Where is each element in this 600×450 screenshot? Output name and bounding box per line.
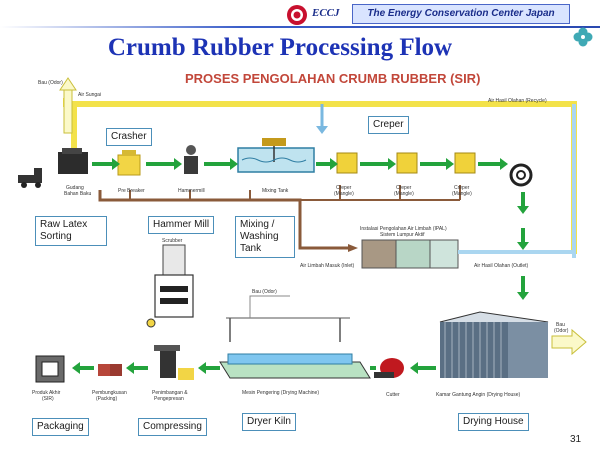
rubber-coil xyxy=(509,163,533,187)
odor-arrow-right xyxy=(551,328,587,356)
caption-produk-akhir: Produk Akhir xyxy=(32,390,61,396)
pre-breaker-machine xyxy=(117,150,141,176)
caption-gudang: Gudang xyxy=(66,185,84,191)
caption-cutter: Cutter xyxy=(386,392,400,398)
creper-1 xyxy=(336,152,358,174)
top-flow-arrows xyxy=(92,158,529,300)
recycle-pipe xyxy=(316,104,576,258)
eccj-logo-icon xyxy=(287,5,307,25)
raw-rubber-stack xyxy=(58,148,88,174)
caption-mixing-tank: Mixing Tank xyxy=(262,188,289,194)
caption-creper-2: Creper xyxy=(396,185,412,191)
caption-scrubber: Scrubber xyxy=(162,238,183,244)
press-machine xyxy=(154,345,194,380)
caption-pengepresan: Pengepresan xyxy=(154,396,184,402)
caption-creper-1: Creper xyxy=(336,185,352,191)
cutter-machine xyxy=(374,358,404,378)
org-name-box: The Energy Conservation Center Japan xyxy=(352,4,570,24)
creper-3 xyxy=(454,152,476,174)
mixing-tank xyxy=(237,138,315,173)
label-dryer-kiln: Dryer Kiln xyxy=(242,413,296,431)
river-water-pipe xyxy=(63,98,577,254)
final-product-crate xyxy=(35,355,65,383)
label-drying-house: Drying House xyxy=(458,413,529,431)
caption-air-limbah-inlet: Air Limbah Masuk (Inlet) xyxy=(300,263,355,269)
label-packaging: Packaging xyxy=(32,418,89,436)
caption-bahan-baku: Bahan Baku xyxy=(64,191,92,197)
creper-2 xyxy=(396,152,418,174)
caption-produk-akhir-sub: (SIR) xyxy=(42,396,54,402)
caption-bau-right: Bau xyxy=(556,322,565,328)
caption-ipal-1: Instalasi Pengolahan Air Limbah (IPAL) xyxy=(360,226,447,232)
label-creper: Creper xyxy=(368,116,409,134)
caption-air-sungai: Air Sungai xyxy=(78,92,102,98)
odor-arrow-up xyxy=(59,77,77,134)
label-hammer-mill: Hammer Mill xyxy=(148,216,215,234)
diagram-subtitle: PROSES PENGOLAHAN CRUMB RUBBER (SIR) xyxy=(185,71,481,86)
caption-bau-odor-top: Bau (Odor) xyxy=(38,80,63,86)
bau-odor-mid-line xyxy=(249,295,290,318)
ipal-tanks xyxy=(361,239,459,269)
page-number: 31 xyxy=(570,434,582,445)
caption-bau-odor-mid: Bau (Odor) xyxy=(252,289,277,295)
eccj-text: ECCJ xyxy=(312,7,340,19)
caption-creper-1-sub: (Mangle) xyxy=(334,191,354,197)
label-compressing: Compressing xyxy=(138,418,207,436)
caption-creper-3: Creper xyxy=(454,185,470,191)
drying-house-building xyxy=(439,311,549,378)
label-crasher: Crasher xyxy=(106,128,152,146)
clover-icon xyxy=(573,27,593,47)
header-divider xyxy=(0,26,600,28)
scrubber-tower xyxy=(146,244,194,328)
caption-ipal-2: Sistem Lumpur Aktif xyxy=(380,232,425,238)
caption-creper-2-sub: (Mangle) xyxy=(394,191,414,197)
bottom-flow-arrows xyxy=(72,362,436,374)
caption-mesin-pengering: Mesin Pengering (Drying Machine) xyxy=(242,390,319,396)
hammermill-machine xyxy=(184,145,198,174)
caption-packing: (Packing) xyxy=(96,396,118,402)
wastewater-drain xyxy=(98,185,461,252)
label-mixing-washing-tank: Mixing / Washing Tank xyxy=(235,216,295,258)
caption-pembungkusan: Pembungkusan xyxy=(92,390,127,396)
caption-creper-3-sub: (Mangle) xyxy=(452,191,472,197)
caption-kamar-gantung: Kamar Gantung Angin (Drying House) xyxy=(436,392,521,398)
caption-penimbangan: Penimbangan & xyxy=(152,390,188,396)
label-raw-latex-sorting: Raw Latex Sorting xyxy=(35,216,107,246)
storage-truck xyxy=(18,168,42,188)
packing-boxes xyxy=(98,364,122,376)
caption-hammermill: Hammermill xyxy=(178,188,205,194)
caption-odor-right: (Odor) xyxy=(554,328,569,334)
caption-air-hasil-recycle: Air Hasil Olahan (Recycle) xyxy=(488,98,547,104)
dryer-kiln-machine xyxy=(219,317,371,379)
caption-air-hasil-outlet: Air Hasil Olahan (Outlet) xyxy=(474,263,529,269)
caption-pre-breaker: Pre Breaker xyxy=(118,188,145,194)
page-title: Crumb Rubber Processing Flow xyxy=(107,34,453,61)
